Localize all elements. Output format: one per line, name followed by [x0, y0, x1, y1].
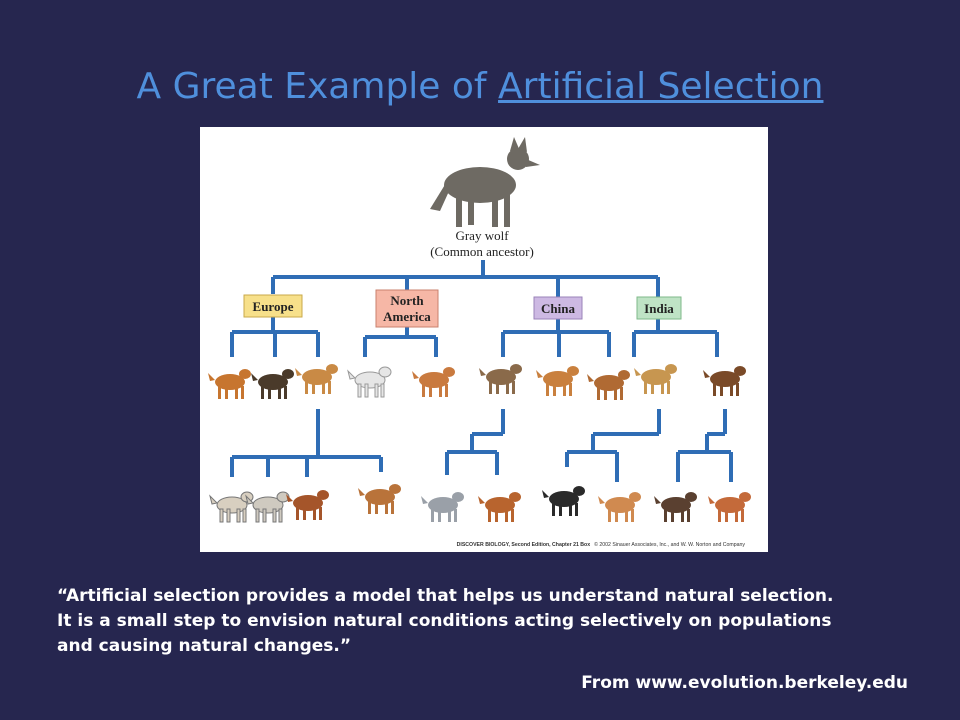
dog-breed-row-2 — [209, 484, 751, 523]
dog-illustration — [703, 366, 746, 396]
dog-lineage-figure: Gray wolf (Common ancestor) — [200, 127, 768, 552]
figure-credit-copyright: © 2002 Sinauer Associates, Inc., and W. … — [594, 541, 745, 548]
dog-illustration — [479, 364, 522, 394]
quote-line: and causing natural changes.” — [57, 636, 352, 656]
gray-wolf-illustration — [430, 137, 540, 227]
region-north-america-label-2: America — [383, 309, 431, 324]
dog-illustration — [542, 486, 585, 516]
region-china-label: China — [541, 301, 575, 316]
dog-illustration — [347, 366, 392, 398]
common-ancestor-label: (Common ancestor) — [430, 244, 534, 259]
lineage-tree-diagram: Gray wolf (Common ancestor) — [208, 137, 751, 548]
title-prefix: A Great Example of — [136, 66, 499, 107]
dog-illustration — [708, 492, 751, 522]
region-north-america: North America — [375, 289, 439, 328]
dog-illustration — [587, 370, 630, 400]
gray-wolf-label: Gray wolf — [455, 228, 509, 243]
quote-line: “Artificial selection provides a model t… — [57, 586, 834, 606]
dog-illustration — [634, 364, 677, 394]
dog-illustration — [598, 492, 641, 522]
dog-illustration — [421, 492, 464, 522]
dog-illustration — [358, 484, 401, 514]
dog-illustration — [536, 366, 579, 396]
dog-illustration — [295, 364, 338, 394]
region-north-america-label-1: North — [390, 293, 424, 308]
region-india: India — [636, 296, 682, 320]
region-europe-label: Europe — [253, 299, 294, 314]
region-europe: Europe — [243, 294, 303, 318]
tree-connectors — [230, 260, 733, 482]
region-india-label: India — [644, 301, 674, 316]
slide-title: A Great Example of Artificial Selection — [0, 66, 960, 107]
source-attribution: From www.evolution.berkeley.edu — [581, 673, 908, 693]
dog-illustration — [412, 367, 455, 397]
quote-line: It is a small step to envision natural c… — [57, 611, 832, 631]
dog-breed-row-1 — [208, 364, 746, 400]
dog-illustration — [208, 369, 251, 399]
dog-illustration — [654, 492, 697, 522]
dog-illustration — [286, 490, 329, 520]
artificial-selection-link[interactable]: Artificial Selection — [498, 66, 824, 107]
figure-credit-book: DISCOVER BIOLOGY, Second Edition, Chapte… — [457, 542, 591, 548]
quote-block: “Artificial selection provides a model t… — [57, 584, 917, 659]
dog-illustration — [251, 369, 294, 399]
dog-illustration — [478, 492, 521, 522]
figure-credit: DISCOVER BIOLOGY, Second Edition, Chapte… — [457, 541, 746, 548]
region-china: China — [533, 296, 583, 320]
